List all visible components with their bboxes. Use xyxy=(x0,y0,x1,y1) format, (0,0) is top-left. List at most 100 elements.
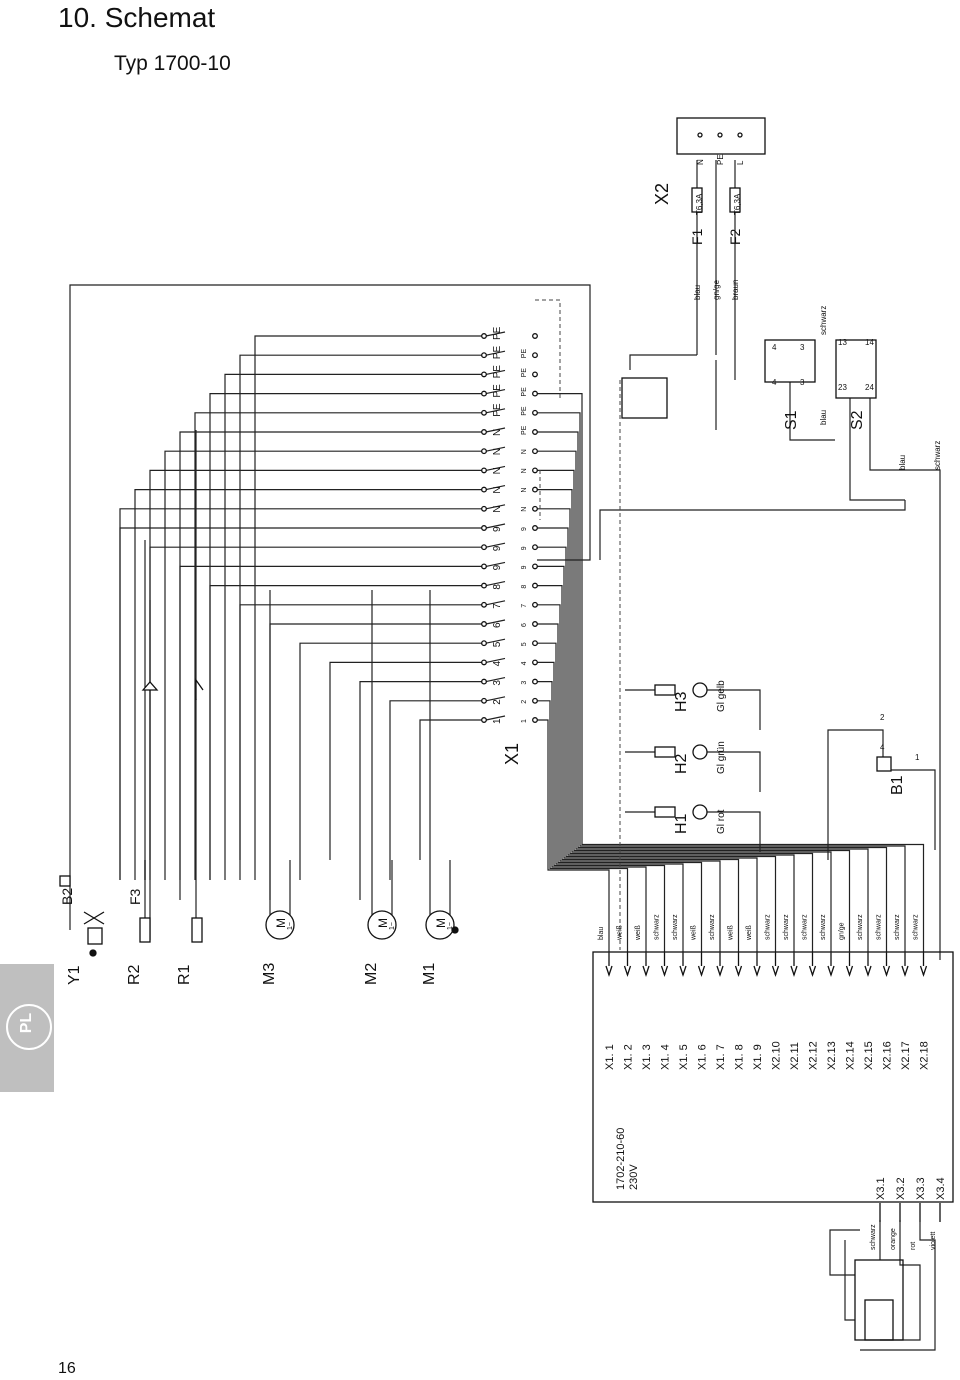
m2-motor xyxy=(367,910,397,940)
x3-pin-label: X3.2 xyxy=(895,1177,907,1200)
x1-label: X1 xyxy=(502,743,522,765)
h1-wire xyxy=(625,811,761,852)
controller-pin-label: X2.10 xyxy=(771,1041,783,1070)
x1-bottom-label: PE xyxy=(521,349,528,359)
x1-top-label: N xyxy=(492,448,503,455)
controller-pin-wire-color: blau xyxy=(598,927,605,940)
x1-link xyxy=(485,408,506,414)
x1-top-label: 6 xyxy=(492,622,503,628)
controller-pin-label: X1. 5 xyxy=(678,1044,690,1070)
x1-terminal-top xyxy=(481,448,487,455)
controller-pin-label: X1. 8 xyxy=(734,1044,746,1070)
x1-to-controller-wire xyxy=(537,623,703,953)
x3-pin-wire-color: schwarz xyxy=(870,1224,877,1250)
x3-pin-label: X3.1 xyxy=(875,1177,887,1200)
x1-bottom-label: 4 xyxy=(521,661,528,665)
valve-terminal xyxy=(89,949,97,957)
x1-to-controller-wire xyxy=(537,508,814,953)
pin-arrow xyxy=(845,965,854,978)
x1-top-label: 1 xyxy=(492,718,503,724)
x1-terminal-bottom xyxy=(532,525,538,531)
x1-to-controller-wire xyxy=(537,469,851,953)
controller-voltage: 230V xyxy=(628,1164,640,1190)
x3-pin-label: X3.4 xyxy=(935,1177,947,1200)
m1-capacitor-dot xyxy=(451,926,459,934)
controller-pin-wire-color: schwarz xyxy=(820,914,827,940)
s2-out-black: schwarz xyxy=(933,441,942,470)
pin-arrow xyxy=(808,965,817,978)
x1-terminal-bottom xyxy=(532,333,538,339)
x1-terminal-top xyxy=(481,409,487,416)
x2-terminal-label: L xyxy=(736,160,745,165)
x1-terminal-top xyxy=(481,486,487,493)
x1-top-label: 9 xyxy=(492,545,503,551)
x1-terminal-bottom xyxy=(532,467,538,474)
pin-arrow xyxy=(605,965,613,978)
f1-rating: T6,3A xyxy=(695,193,704,215)
m1-motor-symbol: M xyxy=(434,918,448,928)
m3-wire xyxy=(269,590,291,915)
controller-pin-wire-color: schwarz xyxy=(672,914,679,940)
valve-symbol xyxy=(83,911,105,925)
h1-label: H1 xyxy=(673,813,690,834)
x1-terminal-top xyxy=(481,525,487,531)
x1-link xyxy=(485,715,506,721)
x1-to-controller-wire xyxy=(537,681,647,953)
x1-terminal-bottom xyxy=(532,448,538,455)
controller-pin-label: X1. 3 xyxy=(641,1044,653,1070)
x1-top-label: 4 xyxy=(492,660,503,666)
f3-label: F3 xyxy=(127,888,143,905)
controller-pin-label: X2.17 xyxy=(900,1041,912,1070)
x1-link xyxy=(485,542,506,548)
x1-bottom-label: PE xyxy=(521,425,528,435)
x1-bottom-label: 9 xyxy=(521,546,528,550)
h2-lamp xyxy=(692,744,708,760)
x3-pin-label: X3.3 xyxy=(915,1177,927,1200)
s2-wire-color: blau xyxy=(819,410,828,425)
switch-contact xyxy=(144,677,204,880)
h3-lamp-label: Gl gelb xyxy=(716,680,727,712)
f1-fuse xyxy=(691,187,703,213)
x1-terminal-bottom xyxy=(532,429,538,435)
x1-terminal-top xyxy=(481,563,487,570)
x1-link xyxy=(485,446,506,452)
controller-pin-wire-color: weiß xyxy=(691,925,698,941)
r2-heater xyxy=(139,917,151,943)
h1-lamp-label: Gl rot xyxy=(716,809,727,834)
x1-to-controller-wire xyxy=(537,661,666,953)
sensor-wire xyxy=(860,1220,936,1351)
return-wire xyxy=(149,469,482,880)
m3-label: M3 xyxy=(261,963,278,985)
x1-terminal-bottom xyxy=(532,640,538,647)
x1-terminal-bottom xyxy=(532,409,538,416)
x1-terminal-top xyxy=(481,717,487,723)
controller-pin-wire-color: schwarz xyxy=(709,914,716,940)
x1-terminal-bottom xyxy=(532,544,538,551)
x1-terminal-top xyxy=(481,621,487,627)
h2-resistor xyxy=(654,746,676,758)
pin-arrow xyxy=(790,965,798,978)
x1-bottom-label: 3 xyxy=(521,681,528,685)
controller-pin-label: X2.14 xyxy=(845,1041,857,1070)
controller-pin-wire-color: weiß xyxy=(617,925,624,941)
x1-terminal-bottom xyxy=(532,678,538,685)
controller-pin-wire-color: weiß xyxy=(635,925,642,941)
pin-arrow xyxy=(919,965,928,978)
pin-arrow xyxy=(827,965,835,978)
x1-bottom-label: PE xyxy=(521,406,528,416)
s2-box xyxy=(835,339,877,399)
f2-rating: T6,3A xyxy=(733,193,742,215)
controller-pin-label: X1. 9 xyxy=(752,1044,764,1070)
x1-terminal-bottom xyxy=(532,563,538,570)
controller-pin-wire-color: schwarz xyxy=(857,914,864,940)
x1-terminal-top xyxy=(481,467,487,474)
x1-terminal-top xyxy=(481,697,487,704)
controller-pin-label: X1. 7 xyxy=(715,1044,727,1070)
x1-terminal-bottom xyxy=(532,582,538,589)
supply-branch xyxy=(629,354,736,430)
x1-to-controller-wire xyxy=(537,565,758,953)
component-wire xyxy=(149,546,482,860)
x1-link xyxy=(485,523,506,529)
controller-pin-wire-color: schwarz xyxy=(876,914,883,940)
x1-link xyxy=(485,696,506,702)
